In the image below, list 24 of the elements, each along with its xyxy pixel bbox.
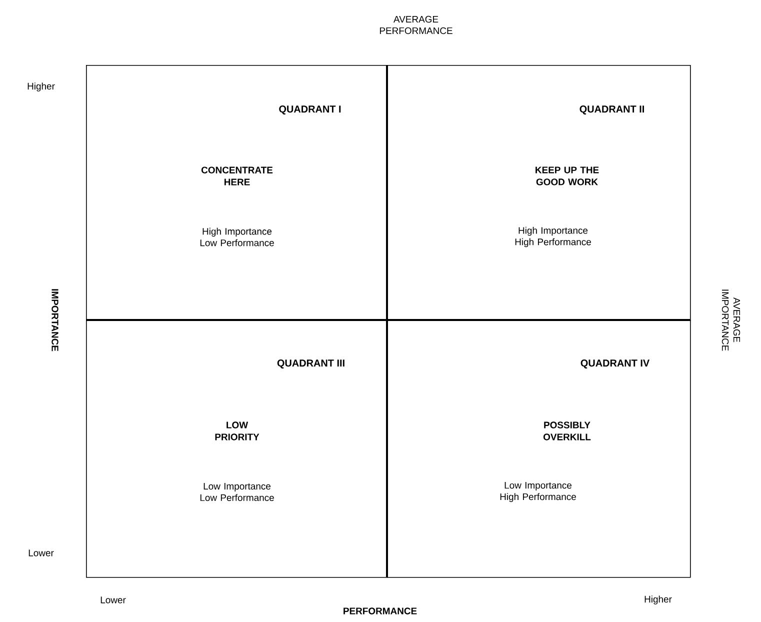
quadrant-description: Low Importance Low Performance <box>200 482 274 502</box>
quadrant-heading: CONCENTRATE HERE <box>201 166 273 186</box>
axis-label: IMPORTANCE <box>52 289 58 352</box>
scale-label: Lower <box>28 550 54 556</box>
scale-label: Higher <box>28 82 55 92</box>
quadrant-heading: LOW PRIORITY <box>215 422 260 440</box>
quadrant-heading: KEEP UP THE GOOD WORK <box>536 166 599 186</box>
quadrant-description: Low Importance High Performance <box>500 482 576 502</box>
axis-label: AVERAGE IMPORTANCE <box>722 290 740 351</box>
quadrant-box <box>387 320 691 578</box>
quadrant-description: High Importance High Performance <box>515 226 591 248</box>
quadrant-heading: POSSIBLY OVERKILL <box>543 422 591 440</box>
quadrant-box <box>86 320 388 578</box>
quadrant-title: QUADRANT II <box>580 106 644 114</box>
quadrant-title: QUADRANT IV <box>580 360 650 368</box>
quadrant-box <box>86 65 388 321</box>
axis-label: AVERAGE PERFORMANCE <box>380 16 452 34</box>
quadrant-title: QUADRANT III <box>277 360 344 368</box>
quadrant-box <box>387 65 691 321</box>
quadrant-description: High Importance Low Performance <box>200 228 274 246</box>
scale-label: Higher <box>644 596 672 604</box>
scale-label: Lower <box>100 596 126 604</box>
quadrant-title: QUADRANT I <box>279 106 341 114</box>
axis-label: PERFORMANCE <box>344 608 417 614</box>
